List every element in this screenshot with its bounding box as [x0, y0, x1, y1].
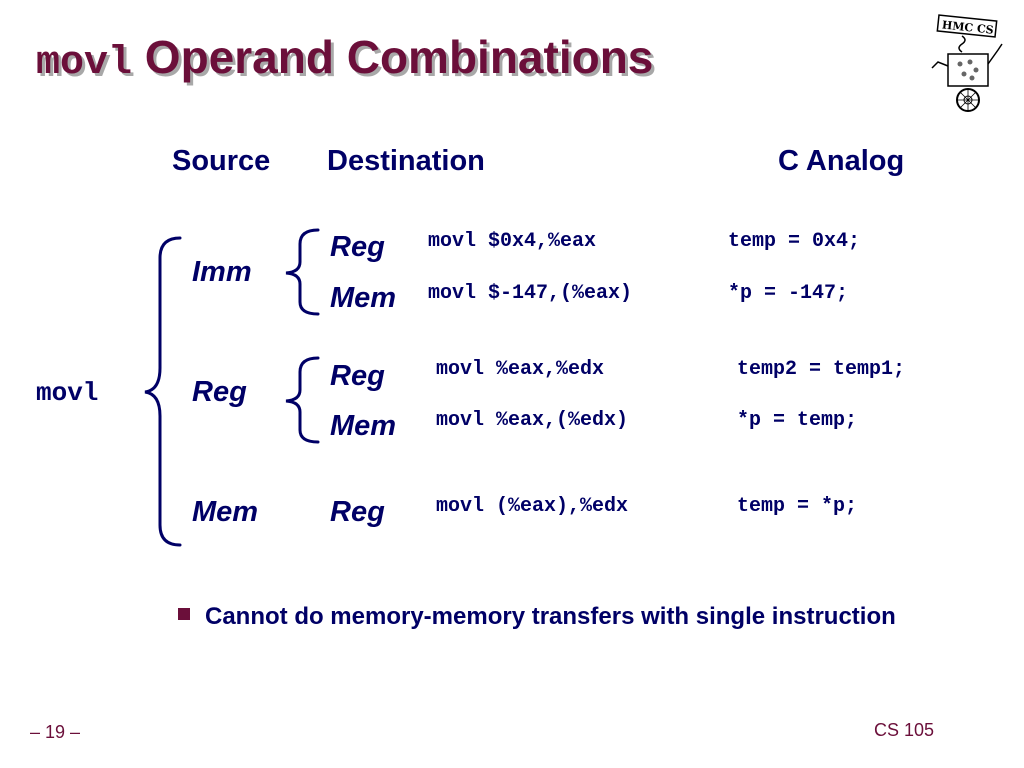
logo-text: HMC CS: [941, 18, 994, 36]
slide-title-text: Operand Combinations: [132, 31, 654, 83]
movl-root-label: movl: [36, 378, 99, 408]
brace-movl: [144, 236, 182, 547]
header-c-analog: C Analog: [778, 145, 905, 177]
instruction: movl $-147,(%eax): [428, 282, 633, 305]
header-destination: Destination: [327, 145, 485, 177]
source-mem: Mem: [192, 496, 259, 528]
c-analog: temp = 0x4;: [728, 230, 861, 253]
c-analog: temp2 = temp1;: [737, 358, 906, 381]
dest-reg-reg: Reg: [330, 360, 385, 392]
brace-reg: [285, 356, 320, 444]
dest-reg-mem: Mem: [330, 410, 397, 442]
source-imm: Imm: [192, 256, 252, 288]
header-source: Source: [172, 145, 271, 177]
page-number: – 19 –: [30, 722, 81, 742]
c-analog: *p = temp;: [737, 409, 858, 432]
slide-title-code: movl: [36, 41, 133, 86]
dest-mem-reg: Reg: [330, 496, 385, 528]
bullet-square-icon: [178, 608, 190, 620]
c-analog: temp = *p;: [737, 495, 858, 518]
c-analog: *p = -147;: [728, 282, 849, 305]
course-label: CS 105: [874, 720, 935, 740]
slide-title: movl Operand Combinations: [36, 30, 653, 86]
instruction: movl %eax,(%edx): [436, 409, 629, 432]
dest-imm-reg: Reg: [330, 231, 385, 263]
instruction: movl (%eax),%edx: [436, 495, 629, 518]
bullet-text: Cannot do memory-memory transfers with s…: [205, 603, 896, 630]
dest-imm-mem: Mem: [330, 282, 397, 314]
hmc-cs-logo-icon: HMC CS: [928, 14, 1012, 114]
instruction: movl $0x4,%eax: [428, 230, 597, 253]
brace-imm: [285, 228, 320, 316]
source-reg: Reg: [192, 376, 247, 408]
instruction: movl %eax,%edx: [436, 358, 605, 381]
